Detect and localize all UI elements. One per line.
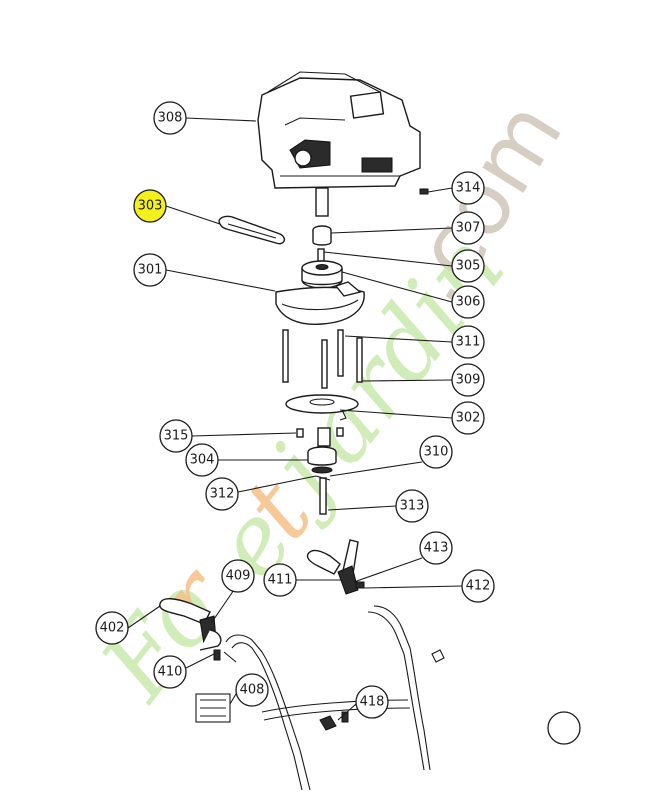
callout-413: 413 — [419, 531, 453, 565]
spacer-part-307 — [312, 225, 332, 246]
decal-part-408 — [195, 693, 231, 723]
svg-text:413: 413 — [424, 541, 449, 556]
callout-408: 408 — [235, 673, 269, 707]
svg-text:315: 315 — [164, 429, 189, 444]
callout-311: 311 — [451, 325, 485, 359]
callout-411: 411 — [263, 563, 297, 597]
callouts: 308 303 301 314 307 305 306 311 309 302 … — [95, 101, 495, 719]
callout-305: 305 — [451, 249, 485, 283]
callout-418: 418 — [355, 685, 389, 719]
svg-text:313: 313 — [400, 499, 425, 514]
svg-text:409: 409 — [226, 569, 251, 584]
callout-301: 301 — [133, 253, 167, 287]
svg-text:305: 305 — [456, 259, 481, 274]
svg-text:314: 314 — [456, 181, 481, 196]
engine-part — [257, 71, 421, 217]
callout-315: 315 — [159, 419, 193, 453]
callout-309: 309 — [451, 363, 485, 397]
svg-text:402: 402 — [100, 621, 125, 636]
callout-314: 314 — [451, 171, 485, 205]
callout-310: 310 — [419, 435, 453, 469]
callout-303-highlighted: 303 — [133, 189, 167, 223]
pulley-part-306 — [301, 260, 343, 289]
leader-lines — [127, 117, 463, 721]
grip-part-402 — [159, 598, 237, 663]
shaft-part-313 — [315, 475, 331, 515]
svg-text:412: 412 — [466, 579, 491, 594]
callout-402: 402 — [95, 611, 129, 645]
bolt-part-314 — [419, 188, 429, 195]
bolts-part-311 — [282, 329, 363, 389]
lever-part-413 — [306, 539, 365, 595]
svg-text:418: 418 — [360, 695, 385, 710]
svg-text:306: 306 — [456, 295, 481, 310]
svg-text:302: 302 — [456, 411, 481, 426]
svg-text:312: 312 — [210, 487, 235, 502]
screws-part-315 — [296, 427, 344, 438]
handle-frame — [225, 605, 445, 791]
svg-text:410: 410 — [158, 665, 183, 680]
svg-text:307: 307 — [456, 221, 481, 236]
callout-306: 306 — [451, 285, 485, 319]
callout-304: 304 — [185, 443, 219, 477]
svg-text:311: 311 — [456, 335, 481, 350]
svg-text:310: 310 — [424, 445, 449, 460]
pin-part-305 — [317, 248, 325, 262]
svg-text:308: 308 — [158, 111, 183, 126]
callout-313: 313 — [395, 489, 429, 523]
svg-text:309: 309 — [456, 373, 481, 388]
callout-312: 312 — [205, 477, 239, 511]
svg-text:303: 303 — [138, 199, 163, 214]
guard-part-301 — [275, 281, 365, 325]
callout-302: 302 — [451, 401, 485, 435]
key-part-303 — [218, 215, 286, 245]
svg-text:408: 408 — [240, 683, 265, 698]
callout-partial-edge — [547, 711, 581, 745]
callout-409: 409 — [221, 559, 255, 593]
hub-part-304 — [307, 427, 337, 474]
svg-text:301: 301 — [138, 263, 163, 278]
svg-text:304: 304 — [190, 453, 215, 468]
plate-part-302 — [285, 394, 359, 421]
callout-308: 308 — [153, 101, 187, 135]
callout-412: 412 — [461, 569, 495, 603]
svg-text:411: 411 — [268, 573, 293, 588]
callout-307: 307 — [451, 211, 485, 245]
callout-410: 410 — [153, 655, 187, 689]
